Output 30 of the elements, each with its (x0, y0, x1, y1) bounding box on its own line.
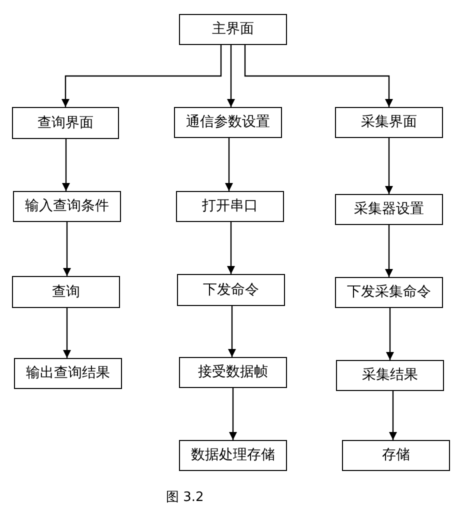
process-box: 下发命令 (177, 274, 285, 306)
figure-caption: 图 3.2 (166, 489, 204, 507)
process-box: 查询 (12, 276, 120, 308)
arrow (62, 139, 70, 191)
process-box: 查询界面 (12, 107, 119, 139)
process-box: 通信参数设置 (174, 107, 282, 138)
arrow (386, 308, 394, 360)
arrow (228, 306, 236, 357)
arrow (229, 388, 237, 440)
arrow (227, 222, 235, 274)
process-box: 采集界面 (335, 107, 443, 138)
process-box: 接受数据帧 (179, 357, 287, 388)
arrow (63, 308, 71, 358)
process-box: 数据处理存储 (179, 440, 287, 471)
arrow (227, 45, 235, 107)
arrow (385, 138, 393, 194)
process-box: 主界面 (179, 14, 287, 45)
arrow (385, 225, 393, 277)
arrow (63, 222, 71, 276)
arrow (62, 45, 222, 107)
process-box: 采集器设置 (335, 194, 443, 225)
process-box: 输入查询条件 (13, 191, 121, 222)
arrow (225, 138, 233, 191)
arrow (244, 45, 393, 107)
process-box: 采集结果 (336, 360, 444, 391)
arrow (389, 391, 397, 440)
process-box: 存储 (342, 440, 450, 471)
process-box: 打开串口 (176, 191, 284, 222)
process-box: 下发采集命令 (335, 277, 443, 308)
process-box: 输出查询结果 (14, 358, 122, 389)
